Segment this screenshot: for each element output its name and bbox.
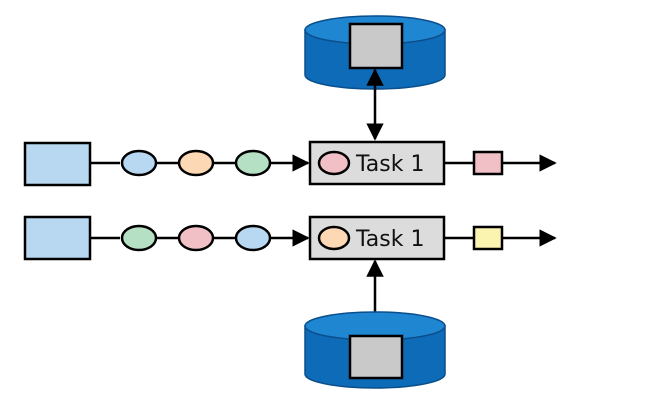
state-store-bottom	[304, 311, 446, 389]
output-record	[472, 150, 504, 176]
task-label: Task 1	[355, 152, 424, 177]
record-3	[234, 149, 272, 177]
task-state-record	[317, 150, 351, 176]
record-1	[120, 149, 158, 177]
record-1	[120, 224, 158, 252]
source-box	[23, 215, 92, 261]
state-store-top	[304, 15, 446, 90]
record-2	[177, 149, 215, 177]
task-label: Task 1	[355, 227, 424, 252]
state-store-box	[348, 334, 404, 380]
pipeline-row-2: Task 1	[23, 215, 557, 261]
task-state-record	[317, 225, 351, 251]
source-box	[23, 141, 92, 187]
record-3	[234, 224, 272, 252]
record-2	[177, 224, 215, 252]
output-record	[472, 225, 504, 251]
pipeline-row-1: Task 1	[23, 140, 557, 187]
state-store-box	[348, 22, 404, 70]
